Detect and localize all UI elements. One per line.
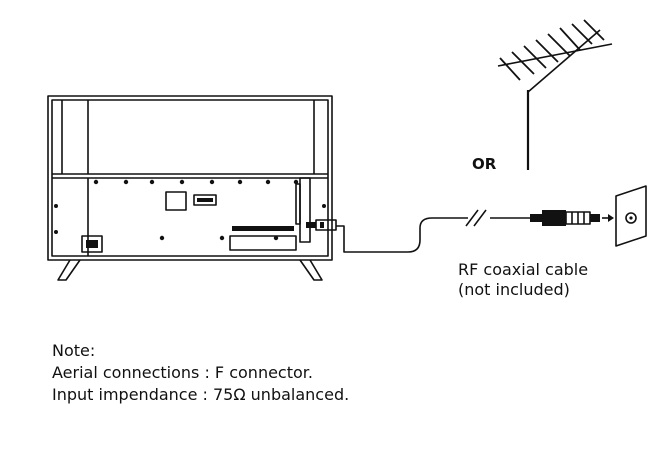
cable-label-line1: RF coaxial cable — [458, 260, 589, 279]
cable-label: RF coaxial cable (not included) — [458, 260, 588, 300]
wall-socket-icon — [615, 185, 647, 247]
cable-icon — [336, 217, 530, 253]
notes-line-aerial: Aerial connections : F connector. — [52, 363, 313, 382]
notes-block: Note: Aerial connections : F connector. … — [52, 340, 349, 406]
cable-label-line2: (not included) — [458, 280, 570, 299]
antenna-icon — [497, 19, 613, 170]
or-label: OR — [472, 155, 497, 173]
coax-plug-icon — [530, 210, 614, 226]
connection-diagram — [47, 19, 647, 281]
cable-break-icon — [465, 209, 487, 227]
tv-back-icon — [47, 95, 337, 281]
notes-heading: Note: — [52, 341, 96, 360]
notes-line-impedance: Input impendance : 75Ω unbalanced. — [52, 385, 350, 404]
